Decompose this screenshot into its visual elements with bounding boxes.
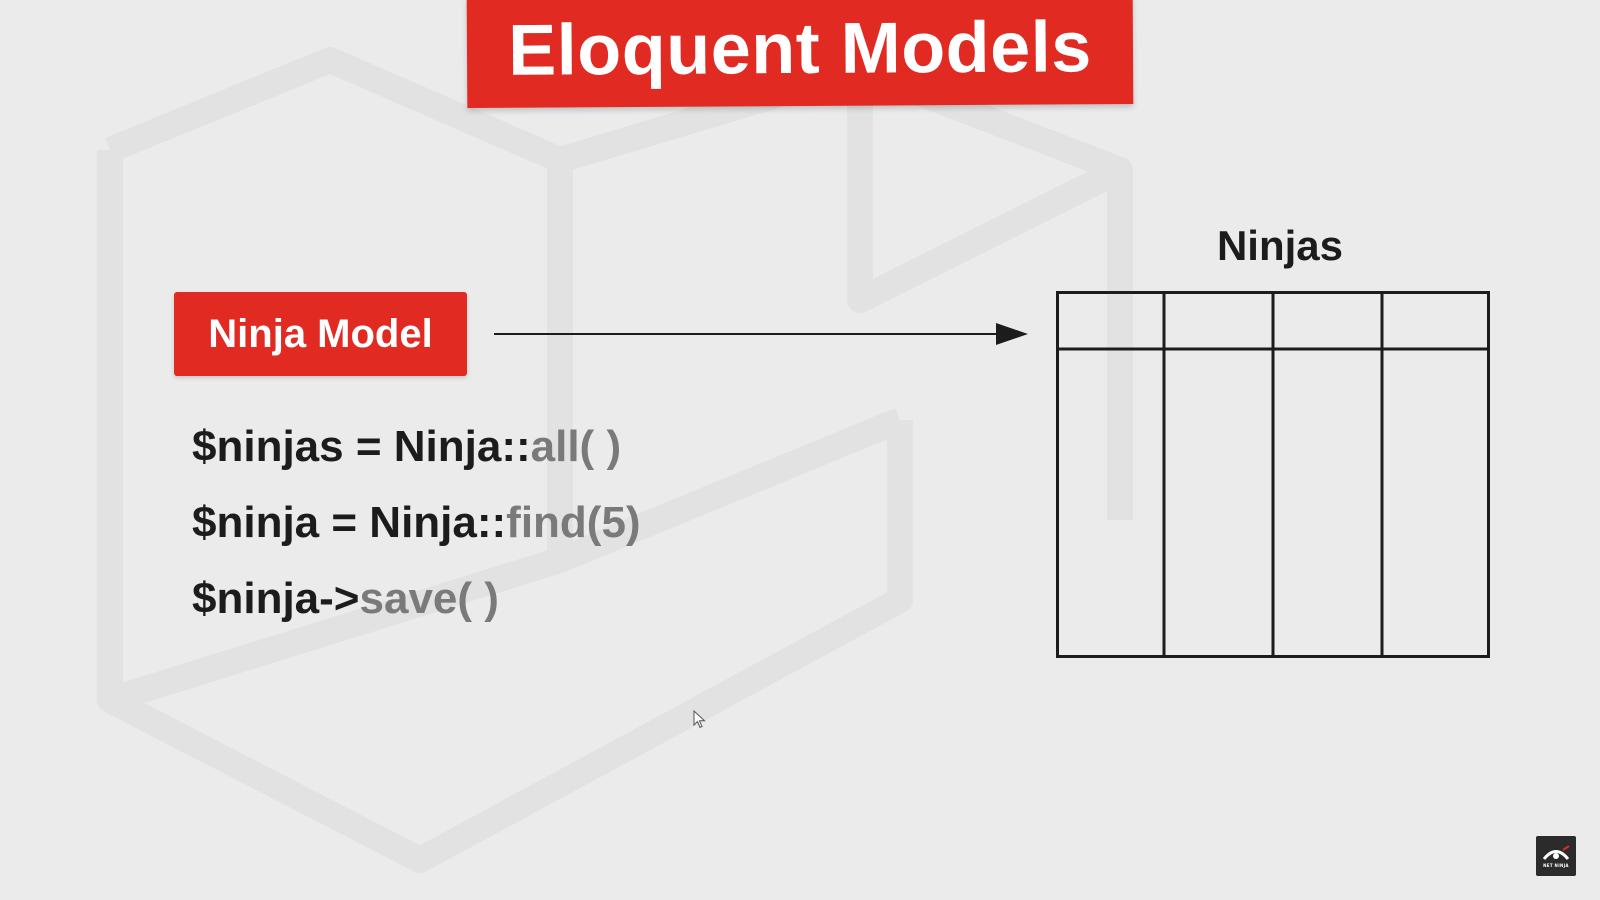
code-line-save: $ninja->save( ) <box>192 574 499 624</box>
mouse-cursor-icon <box>693 710 706 729</box>
code-line-save-prefix: $ninja-> <box>192 574 360 623</box>
code-line-save-method: save( ) <box>359 574 499 623</box>
logo-text: NET NINJA <box>1543 863 1569 868</box>
net-ninja-logo: NET NINJA <box>1536 836 1576 876</box>
code-line-find-prefix: $ninja = Ninja:: <box>192 498 507 547</box>
ninja-model-box: Ninja Model <box>174 292 467 376</box>
code-line-all-prefix: $ninjas = Ninja:: <box>192 422 531 471</box>
title-banner: Eloquent Models <box>466 0 1134 109</box>
code-line-find: $ninja = Ninja::find(5) <box>192 498 641 548</box>
code-line-find-method: find(5) <box>506 498 641 547</box>
code-line-all-method: all( ) <box>530 422 622 471</box>
ninjas-table-diagram <box>1056 291 1490 658</box>
model-label: Ninja Model <box>208 311 433 356</box>
table-title: Ninjas <box>1216 222 1344 269</box>
page-title: Eloquent Models <box>507 7 1092 91</box>
net-ninja-logo-icon <box>1542 845 1570 860</box>
code-line-all: $ninjas = Ninja::all( ) <box>192 422 621 472</box>
model-to-table-arrow <box>494 323 1028 345</box>
